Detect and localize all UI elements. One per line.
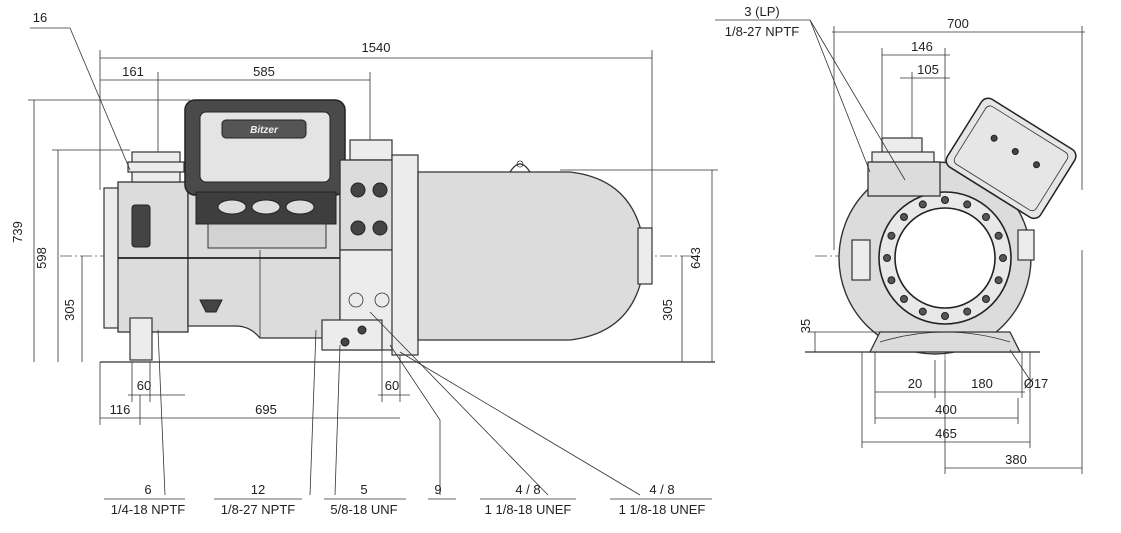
dim-700: 700 — [947, 16, 969, 31]
discharge-flange — [349, 139, 393, 161]
dim-hole: Ø17 — [1024, 376, 1049, 391]
dim-20: 20 — [908, 376, 922, 391]
dim-643: 643 — [688, 247, 703, 269]
svg-text:1/8-27 NPTF: 1/8-27 NPTF — [221, 502, 295, 517]
bolt-icon — [963, 200, 972, 209]
motor-bore — [894, 207, 996, 309]
svg-text:4 / 8: 4 / 8 — [515, 482, 540, 497]
dim-146: 146 — [911, 39, 933, 54]
dim-400: 400 — [935, 402, 957, 417]
svg-text:12: 12 — [251, 482, 265, 497]
compressor-housing — [117, 181, 189, 333]
dim-585: 585 — [253, 64, 275, 79]
motor-flange — [391, 154, 419, 356]
base-foot — [868, 331, 1022, 353]
callout-12: 12 1/8-27 NPTF — [214, 482, 302, 517]
svg-text:1 1/8-18 UNEF: 1 1/8-18 UNEF — [485, 502, 572, 517]
svg-text:5/8-18 UNF: 5/8-18 UNF — [330, 502, 397, 517]
logo-plate — [221, 119, 307, 139]
callout-4-8-a: 4 / 8 1 1/8-18 UNEF — [480, 482, 576, 517]
dim-60-right: 60 — [385, 378, 399, 393]
bolt-icon — [883, 254, 891, 262]
terminal-box: Bitzer — [184, 99, 346, 249]
dim-305-right: 305 — [660, 299, 675, 321]
bolt-icon — [918, 200, 927, 209]
dim-739: 739 — [10, 221, 25, 243]
motor-body — [417, 160, 653, 341]
svg-text:4 / 8: 4 / 8 — [649, 482, 674, 497]
valve-block — [339, 159, 401, 251]
front-terminal-box — [945, 97, 1077, 220]
warning-plate — [199, 299, 223, 313]
dim-380: 380 — [1005, 452, 1027, 467]
dim-16: 16 — [33, 10, 47, 25]
dim-305-left: 305 — [62, 299, 77, 321]
bolt-icon — [963, 307, 972, 316]
connection-block — [321, 139, 419, 356]
callout-6: 6 1/4-18 NPTF — [104, 482, 185, 517]
dim-465: 465 — [935, 426, 957, 441]
oil-drain-pipe — [129, 317, 153, 361]
bolt-icon — [887, 276, 896, 285]
bolt-icon — [941, 312, 949, 320]
side-fitting-right — [1017, 229, 1035, 261]
dim-60-left: 60 — [137, 378, 151, 393]
callout-4-8-b: 4 / 8 1 1/8-18 UNEF — [610, 482, 712, 517]
dim-105: 105 — [917, 62, 939, 77]
callout-5: 5 5/8-18 UNF — [324, 482, 406, 517]
callout-9: 9 — [428, 482, 456, 500]
dim-35: 35 — [798, 319, 813, 333]
bolt-icon — [982, 295, 991, 304]
dim-598: 598 — [34, 247, 49, 269]
oil-sight-glass — [131, 204, 151, 248]
callout-3-lp: 3 (LP) — [744, 4, 779, 19]
bolt-icon — [982, 212, 991, 221]
dim-161: 161 — [122, 64, 144, 79]
dim-695: 695 — [255, 402, 277, 417]
svg-text:9: 9 — [434, 482, 441, 497]
bolt-icon — [994, 231, 1003, 240]
dim-180: 180 — [971, 376, 993, 391]
svg-text:6: 6 — [144, 482, 151, 497]
bolt-icon — [994, 276, 1003, 285]
bolt-icon — [887, 231, 896, 240]
dim-1540: 1540 — [362, 40, 391, 55]
bolt-icon — [999, 254, 1007, 262]
callout-3-lp-spec: 1/8-27 NPTF — [725, 24, 799, 39]
bolt-icon — [941, 196, 949, 204]
svg-text:5: 5 — [360, 482, 367, 497]
side-fitting-left — [851, 239, 871, 281]
svg-text:1/4-18 NPTF: 1/4-18 NPTF — [111, 502, 185, 517]
bolt-icon — [899, 295, 908, 304]
front-view: 700 146 105 3 (LP) 1/8-27 NPTF 35 20 180… — [715, 4, 1085, 474]
side-view: Bitzer — [10, 10, 718, 517]
svg-text:1 1/8-18 UNEF: 1 1/8-18 UNEF — [619, 502, 706, 517]
bolt-icon — [918, 307, 927, 316]
bolt-icon — [899, 212, 908, 221]
dim-116: 116 — [110, 402, 131, 417]
logo-text: Bitzer — [250, 125, 279, 136]
flange-bolts — [883, 196, 1007, 320]
fittings — [321, 319, 383, 351]
